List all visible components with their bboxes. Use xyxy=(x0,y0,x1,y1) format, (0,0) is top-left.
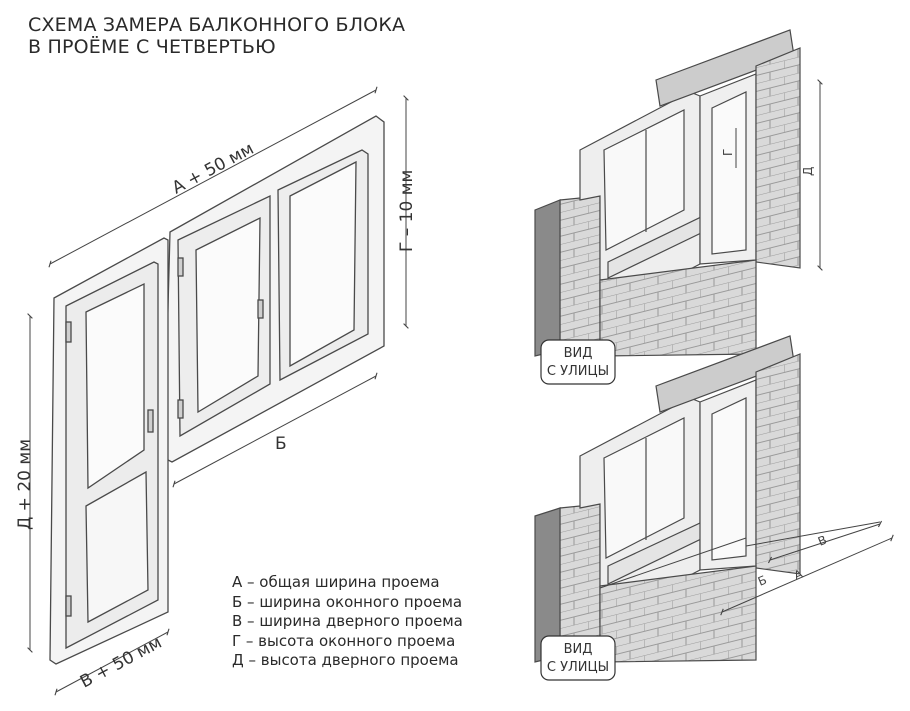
diagram-title-line1: СХЕМА ЗАМЕРА БАЛКОННОГО БЛОКА xyxy=(28,14,406,36)
dim-label-b: Б xyxy=(275,434,287,454)
window-hinge-icon xyxy=(177,399,184,419)
window-hinge-icon xyxy=(177,257,184,277)
badge-bottom-line2: С УЛИЦЫ xyxy=(547,660,609,675)
door-unit xyxy=(49,237,169,665)
legend-item-a: А – общая ширина проема xyxy=(232,573,440,591)
dim-label-a: А + 50 мм xyxy=(169,139,257,199)
street-view-badge-top: ВИД С УЛИЦЫ xyxy=(540,339,616,385)
legend-item-d: Д – высота дверного проема xyxy=(232,651,459,670)
street-view-badge-bottom: ВИД С УЛИЦЫ xyxy=(540,635,616,681)
brick-wall-right xyxy=(755,47,801,269)
window-handle-icon xyxy=(257,299,264,319)
door-hinge-icon xyxy=(65,595,72,617)
legend-item-b: Б – ширина оконного проема xyxy=(232,592,463,611)
street-view-bottom xyxy=(534,335,801,663)
dim-label-g: Г – 10 мм xyxy=(397,170,417,252)
badge-bottom-line1: ВИД xyxy=(564,642,593,657)
bottom-view-dims xyxy=(599,520,894,616)
window-glass xyxy=(603,109,685,251)
top-view-dims xyxy=(735,79,823,271)
street-view-top xyxy=(534,29,801,357)
top-view-g-label: Г xyxy=(721,149,735,156)
badge-top-line1: ВИД xyxy=(564,346,593,361)
dim-label-d: Д + 20 мм xyxy=(15,439,35,530)
legend-item-g: Г – высота оконного проема xyxy=(232,631,456,650)
door-glass xyxy=(85,282,145,490)
left-dimension-lines xyxy=(27,86,409,696)
wall-edge-dark xyxy=(534,199,561,357)
brick-wall-left xyxy=(559,195,601,355)
door-hinge-icon xyxy=(65,321,72,343)
bottom-view-b-label: Б xyxy=(756,573,769,589)
door-handle-icon xyxy=(147,409,154,433)
door-glass xyxy=(711,91,747,255)
bottom-view-v-label: В xyxy=(816,533,829,549)
legend: А – общая ширина проема Б – ширина оконн… xyxy=(232,573,463,671)
diagram-title-line2: В ПРОЁМЕ С ЧЕТВЕРТЬЮ xyxy=(28,36,276,58)
badge-top-line2: С УЛИЦЫ xyxy=(547,364,609,379)
legend-item-v: В – ширина дверного проема xyxy=(232,612,463,631)
door-panel xyxy=(85,470,149,624)
top-view-d-label: Д xyxy=(801,167,815,176)
